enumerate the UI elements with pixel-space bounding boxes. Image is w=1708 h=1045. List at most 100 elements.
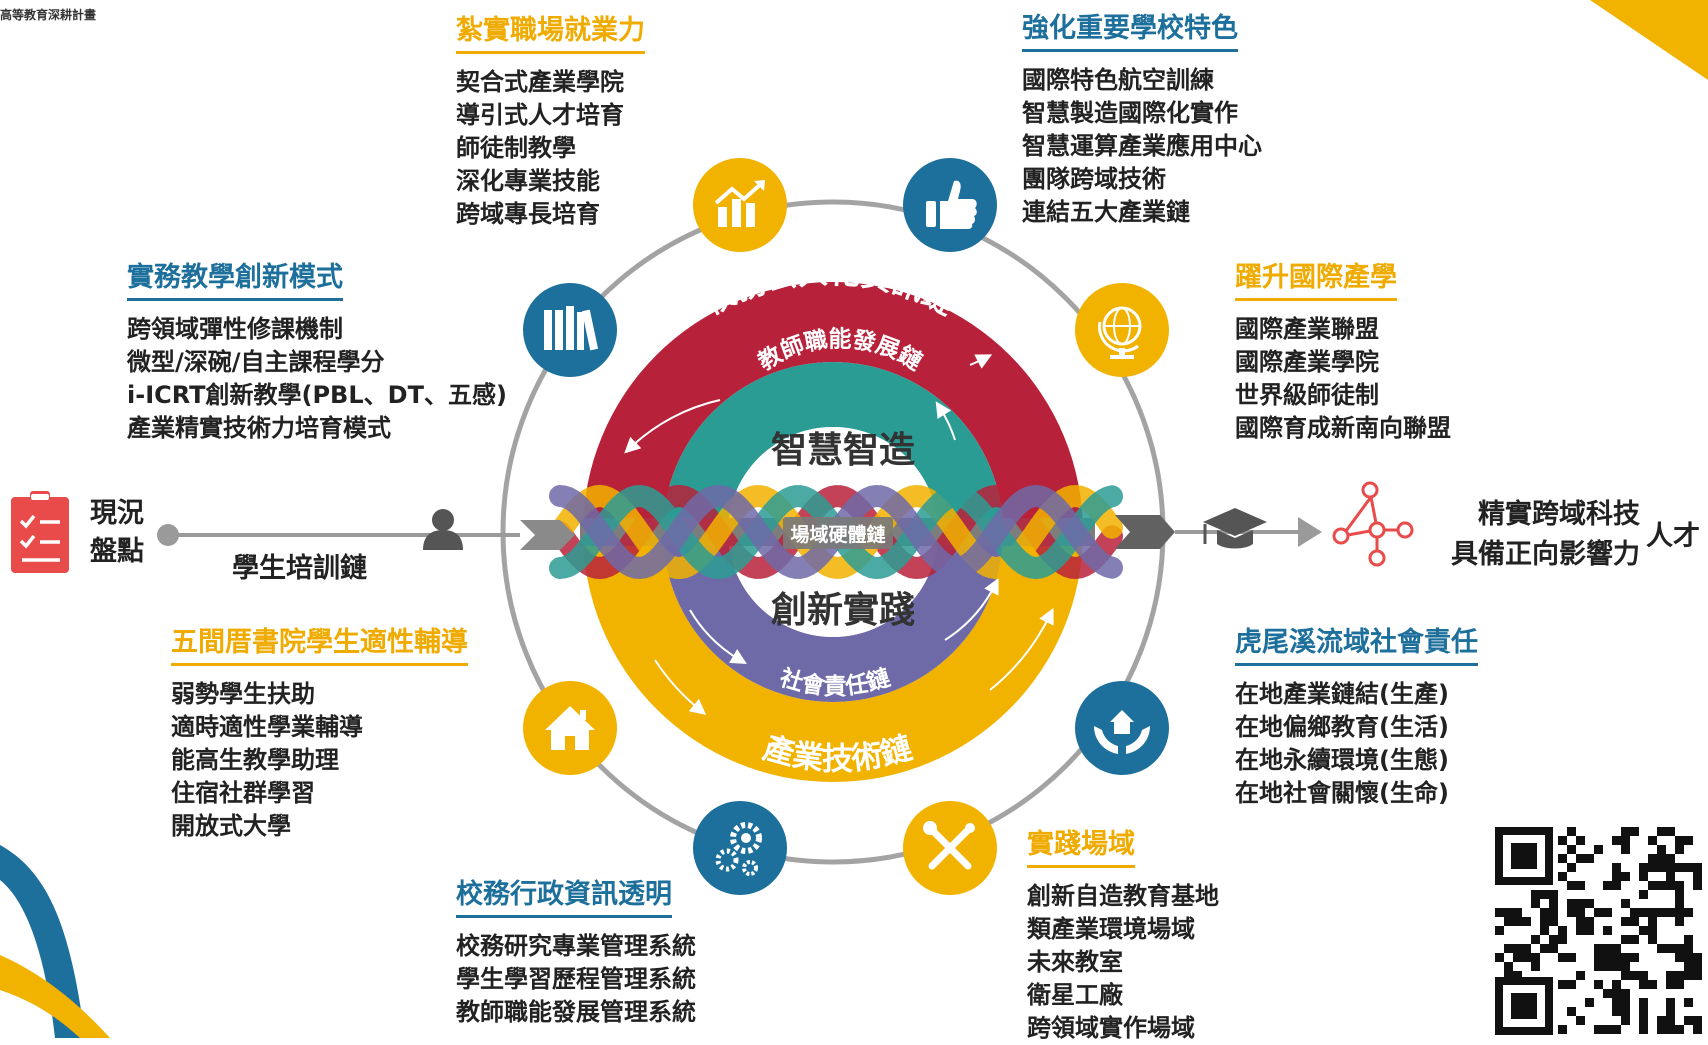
header-text: 高等教育深耕計畫: [0, 8, 97, 22]
person-icon: [423, 509, 463, 550]
section-title: 虎尾溪流域社會責任: [1235, 620, 1478, 666]
qr-cell: [1675, 971, 1684, 980]
globe-icon: [1075, 283, 1169, 377]
qr-cell: [1666, 863, 1675, 872]
qr-cell: [1657, 827, 1666, 836]
qr-cell: [1513, 917, 1522, 926]
list-item: 連結五大產業鏈: [1022, 198, 1190, 226]
list-item: 跨領域彈性修課機制: [127, 315, 343, 343]
list-item: 契合式產業學院: [456, 68, 624, 96]
qr-cell: [1612, 872, 1621, 881]
list-item: 團隊跨域技術: [1022, 165, 1166, 193]
list-item: 國際產業聯盟: [1235, 315, 1379, 343]
qr-cell: [1639, 1007, 1648, 1016]
section-items: 國際產業聯盟國際產業學院世界級師徒制國際育成新南向聯盟: [1235, 313, 1451, 445]
qr-cell: [1693, 863, 1702, 872]
graduation-cap-icon: [1203, 508, 1267, 549]
list-item: i-ICRT創新教學(PBL、DT、五感): [127, 381, 507, 409]
list-item: 在地永續環境(生態): [1235, 746, 1449, 774]
qr-cell: [1603, 926, 1612, 935]
qr-cell: [1567, 980, 1576, 989]
qr-cell: [1675, 953, 1684, 962]
section-title: 強化重要學校特色: [1022, 6, 1238, 52]
qr-cell: [1639, 998, 1648, 1007]
qr-cell: [1648, 908, 1657, 917]
qr-cell: [1576, 971, 1585, 980]
section-college: 五間厝書院學生適性輔導 弱勢學生扶助適時適性學業輔導能高生教學助理住宿社群學習開…: [171, 620, 468, 843]
list-item: 適時適性學業輔導: [171, 713, 363, 741]
arc-flow-arrow: [689, 609, 747, 665]
corner-decoration-bottom-left-yellow: [0, 955, 110, 1038]
list-item: 國際產業學院: [1235, 348, 1379, 376]
qr-cell: [1666, 1025, 1675, 1034]
qr-cell: [1576, 899, 1585, 908]
center-bottom-label: 創新實踐: [771, 589, 915, 631]
qr-cell: [1549, 917, 1558, 926]
qr-cell: [1693, 953, 1702, 962]
qr-cell: [1675, 980, 1684, 989]
list-item: 校務研究專業管理系統: [456, 932, 696, 960]
qr-cell: [1558, 926, 1567, 935]
qr-cell: [1567, 827, 1576, 836]
result-line-2: 具備正向影響力: [1451, 539, 1640, 570]
qr-cell: [1630, 953, 1639, 962]
result-suffix: 人才: [1646, 521, 1700, 552]
left-chevron: [520, 520, 575, 550]
qr-cell: [1639, 872, 1648, 881]
qr-cell: [1639, 1025, 1648, 1034]
qr-cell: [1639, 926, 1648, 935]
qr-cell: [1567, 881, 1576, 890]
right-chevron: [1115, 515, 1175, 549]
qr-cell: [1531, 953, 1540, 962]
qr-cell: [1621, 845, 1630, 854]
teal-inner-band: [663, 362, 1003, 532]
result-label: 精實跨域科技 具備正向影響力: [1420, 495, 1640, 575]
qr-cell: [1693, 1025, 1702, 1034]
network-icon: [1332, 481, 1414, 567]
qr-cell: [1621, 962, 1630, 971]
qr-cell: [1558, 980, 1567, 989]
qr-cell: [1648, 854, 1657, 863]
qr-cell: [1666, 908, 1675, 917]
qr-cell: [1675, 899, 1684, 908]
purple-inner-band: [663, 532, 1003, 702]
list-item: 能高生教學助理: [171, 746, 339, 774]
qr-cell: [1675, 908, 1684, 917]
qr-cell: [1639, 863, 1648, 872]
qr-cell: [1549, 935, 1558, 944]
qr-cell: [1504, 908, 1513, 917]
qr-cell: [1684, 998, 1693, 1007]
qr-cell: [1567, 863, 1576, 872]
qr-cell: [1594, 980, 1603, 989]
list-item: 創新自造教育基地: [1027, 882, 1219, 910]
qr-cell: [1504, 944, 1513, 953]
center-top-label: 智慧智造: [771, 430, 915, 471]
qr-cell: [1630, 935, 1639, 944]
qr-cell: [1675, 1025, 1684, 1034]
status-line-2: 盤點: [90, 536, 144, 567]
qr-cell: [1612, 962, 1621, 971]
list-item: 弱勢學生扶助: [171, 680, 315, 708]
qr-cell: [1666, 1007, 1675, 1016]
section-admin: 校務行政資訊透明 校務研究專業管理系統學生學習歷程管理系統教師職能發展管理系統: [456, 872, 696, 1029]
qr-cell: [1657, 854, 1666, 863]
arc-flow-arrow: [969, 354, 993, 369]
qr-code: [1493, 825, 1708, 1038]
section-workplace: 紮實職場就業力 契合式產業學院導引式人才培育師徒制教學深化專業技能跨域專長培育: [456, 8, 645, 231]
list-item: 跨域專長培育: [456, 200, 600, 228]
qr-cell: [1621, 998, 1630, 1007]
qr-cell: [1612, 1007, 1621, 1016]
qr-cell: [1693, 881, 1702, 890]
flow-start-dot: [157, 524, 179, 546]
list-item: 衛星工廠: [1027, 981, 1123, 1009]
list-item: 未來教室: [1027, 948, 1123, 976]
list-item: 國際育成新南向聯盟: [1235, 414, 1451, 442]
growth-chart-icon: [693, 158, 787, 252]
qr-cell: [1675, 917, 1684, 926]
qr-cell: [1594, 962, 1603, 971]
list-item: 類產業環境場域: [1027, 915, 1195, 943]
qr-cell: [1531, 962, 1540, 971]
tools-icon: [903, 801, 997, 895]
